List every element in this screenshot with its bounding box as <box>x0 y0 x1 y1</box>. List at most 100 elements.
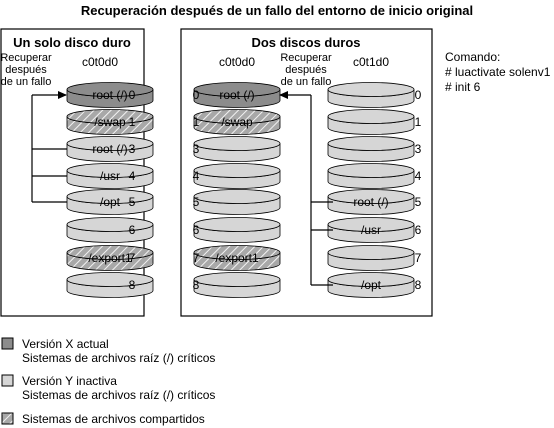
panel-dual-recover-label: Recuperar después de un fallo <box>280 52 332 88</box>
disk-slice-top <box>66 217 154 232</box>
disk-slice-number: 1 <box>193 115 200 129</box>
recover-label-line: de un fallo <box>281 76 332 88</box>
disk-slice: /opt 5 <box>66 189 154 215</box>
panel-dual-disk2-label: c0t1d0 <box>353 55 389 69</box>
legend-item-inactive: Versión Y inactiva Sistemas de archivos … <box>1 374 215 402</box>
disk-slice: /swap 1 <box>193 109 281 135</box>
disk-slice-top <box>327 245 415 260</box>
disk-slice: 8 <box>193 272 281 298</box>
disk-slice-top <box>193 245 281 260</box>
disk-slice-top <box>193 163 281 178</box>
disk-slice: root (/)0 <box>66 82 154 108</box>
disk-slice-label: root (/) <box>353 195 388 209</box>
disk-slice: 7 <box>327 245 422 271</box>
disk-slice-number: 4 <box>129 169 136 183</box>
disk-slice: root (/) 5 <box>327 189 422 215</box>
disk-slice-number: 8 <box>193 278 200 292</box>
disk-slice-number: 8 <box>129 278 136 292</box>
recover-label-line: Recuperar <box>0 52 52 64</box>
disk-slice-number: 1 <box>129 115 136 129</box>
disk-slice: 0 <box>327 82 422 108</box>
disk-slice: 3 <box>327 136 422 162</box>
disk-slice-number: 7 <box>129 251 136 265</box>
disk-slice: 1 <box>327 109 422 135</box>
disk-slice-number: 4 <box>193 169 200 183</box>
disk-slice-label: root (/) <box>92 142 127 156</box>
disk-slice: /usr 4 <box>66 163 154 189</box>
disk-slice-label: /export1 <box>215 251 259 265</box>
disk-slice-top <box>193 136 281 151</box>
panel-dual-heading: Dos discos duros <box>251 35 360 50</box>
disk-slice-top <box>327 189 415 204</box>
disk-slice-number: 0 <box>129 88 136 102</box>
legend-label: Versión Y inactiva <box>22 374 117 388</box>
disk-slice-label: /opt <box>100 195 121 209</box>
disk-slice-number: 3 <box>415 142 422 156</box>
disk-slice-label: /swap <box>94 115 126 129</box>
command-line: # init 6 <box>445 80 481 94</box>
legend-item-active: Versión X actual Sistemas de archivos ra… <box>1 337 215 365</box>
diagram-title: Recuperación después de un fallo del ent… <box>81 3 473 18</box>
panel-single-disk-label: c0t0d0 <box>82 55 118 69</box>
disk-slice-number: 3 <box>193 142 200 156</box>
disk-slice-top <box>193 189 281 204</box>
disk-slice-label: root (/) <box>92 88 127 102</box>
disk-slice-number: 1 <box>415 115 422 129</box>
disk-slice-label: /export1 <box>88 251 132 265</box>
legend-label: Sistemas de archivos compartidos <box>22 412 205 426</box>
disk-slice-top <box>327 82 415 97</box>
disk-slice-number: 7 <box>193 251 200 265</box>
disk-slice-number: 0 <box>415 88 422 102</box>
disk-slice-top <box>66 136 154 151</box>
disk-slice-number: 6 <box>129 223 136 237</box>
disk-slice: 6 <box>66 217 154 243</box>
legend-swatch-inactive <box>1 374 14 387</box>
panel-single-disk: Un solo disco duro c0t0d0 Recuperar desp… <box>0 28 154 317</box>
disk-slice: 4 <box>327 163 422 189</box>
disk-slice-top <box>327 163 415 178</box>
panel-single-heading: Un solo disco duro <box>13 35 131 50</box>
command-heading: Comando: <box>445 50 500 64</box>
disk-slice-number: 6 <box>193 223 200 237</box>
disk-slice-number: 5 <box>415 195 422 209</box>
disk-slice-top <box>327 217 415 232</box>
disk-slice-label: /swap <box>221 115 253 129</box>
command-line: # luactivate solenv1 <box>445 65 551 79</box>
recover-label-line: después <box>5 64 47 76</box>
legend-label: Versión X actual <box>22 337 109 351</box>
disk-slice-label: root (/) <box>219 88 254 102</box>
disk-slice-label: /usr <box>361 223 381 237</box>
disk-slice-number: 4 <box>415 169 422 183</box>
disk-slice-top <box>66 109 154 124</box>
recover-label-line: después <box>285 64 327 76</box>
disk-slice-top <box>66 189 154 204</box>
disk-slice-top <box>193 217 281 232</box>
disk-slice-label: /opt <box>361 278 382 292</box>
disk-slice: 3 <box>193 136 281 162</box>
disk-slice-top <box>193 109 281 124</box>
disk-slice: 8 <box>66 272 154 298</box>
disk-slice-label: /usr <box>100 169 120 183</box>
disk-slice-number: 5 <box>129 195 136 209</box>
disk-slice-number: 3 <box>129 142 136 156</box>
legend-label: Sistemas de archivos raíz (/) críticos <box>22 388 215 402</box>
command-block: Comando: # luactivate solenv1 # init 6 <box>445 50 551 94</box>
legend-item-shared: Sistemas de archivos compartidos <box>1 412 205 426</box>
recover-connector-single <box>31 91 67 203</box>
panel-dual-frame <box>180 28 433 317</box>
disk-slice-top <box>327 136 415 151</box>
disk-slice-number: 6 <box>415 223 422 237</box>
legend-label: Sistemas de archivos raíz (/) críticos <box>22 351 215 365</box>
disk-slice-top <box>66 245 154 260</box>
recover-label-line: de un fallo <box>1 76 52 88</box>
legend-swatch-shared <box>1 412 14 425</box>
legend-swatch-active <box>1 337 14 350</box>
disk-slice: 4 <box>193 163 281 189</box>
recover-connector-dual <box>279 91 333 286</box>
recover-label-line: Recuperar <box>280 52 332 64</box>
